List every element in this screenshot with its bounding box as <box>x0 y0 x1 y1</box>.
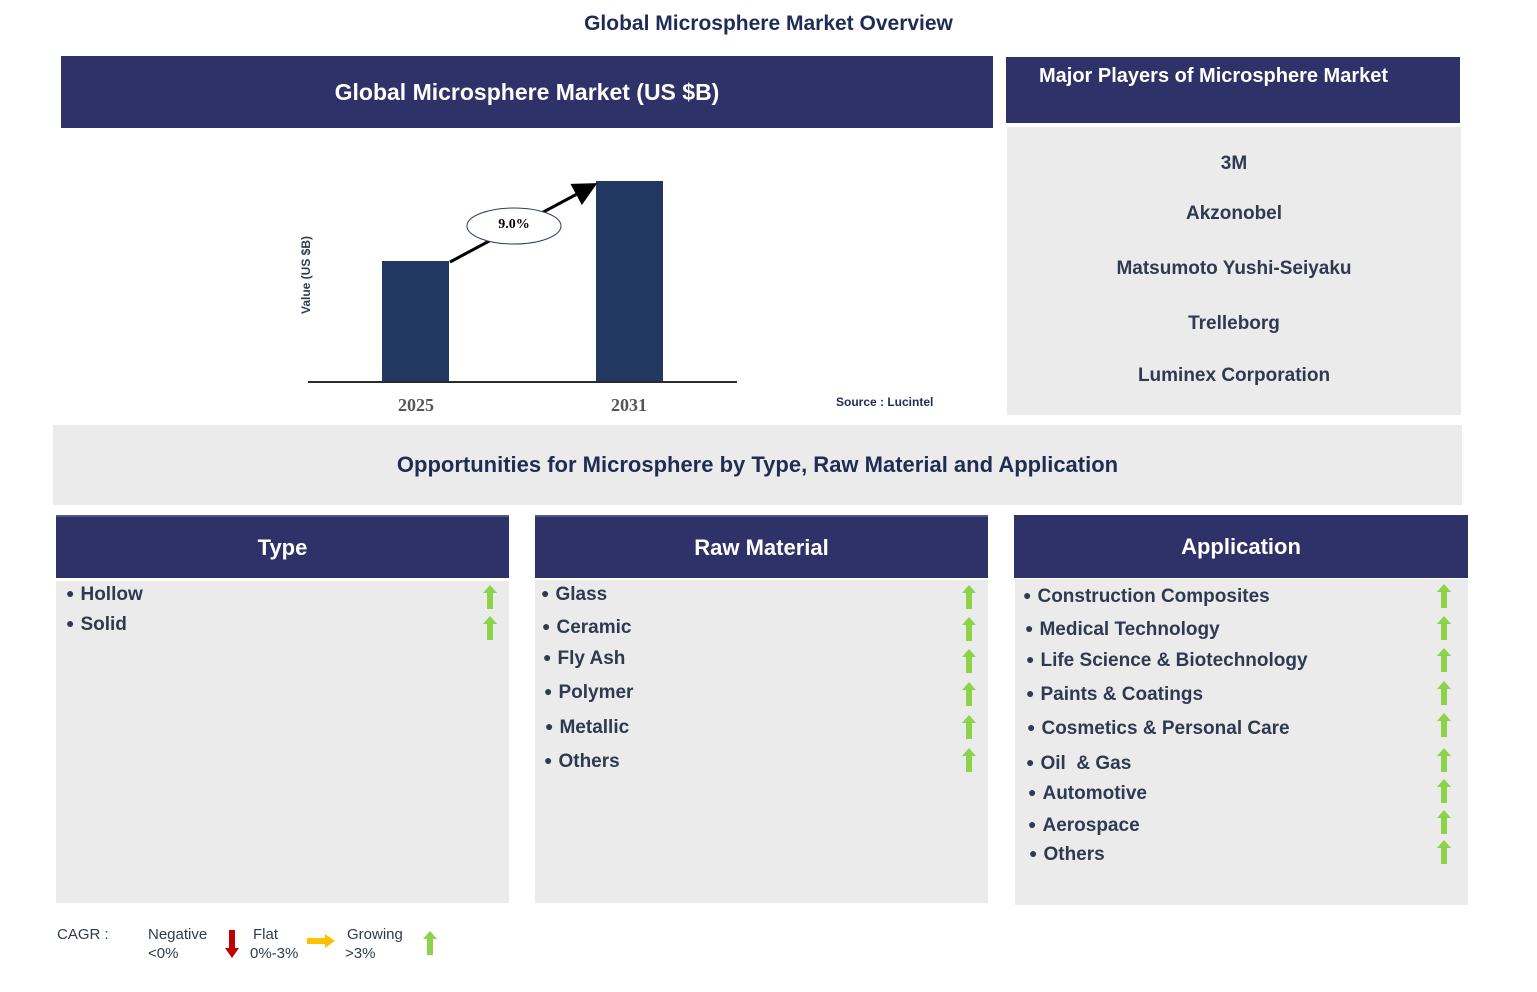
player-item: Akzonobel <box>1185 203 1283 224</box>
cagr-arrow-icon <box>449 183 598 264</box>
bar-2031 <box>596 181 663 382</box>
up-arrow-icon <box>962 715 976 739</box>
list-item: ●Aerospace <box>1028 815 1140 836</box>
item-label: Metallic <box>559 717 630 738</box>
item-label: Cosmetics & Personal Care <box>1041 718 1290 739</box>
player-item: Matsumoto Yushi-Seiyaku <box>1116 258 1352 279</box>
item-label: Life Science & Biotechnology <box>1040 650 1308 671</box>
player-item: Trelleborg <box>1188 313 1280 334</box>
item-label: Hollow <box>80 584 143 605</box>
list-item: ●Fly Ash <box>543 648 626 669</box>
item-label: Oil & Gas <box>1040 753 1132 774</box>
up-arrow-icon <box>1437 584 1451 608</box>
legend-growing-label: Growing <box>347 926 403 943</box>
list-item: ●Life Science & Biotechnology <box>1026 650 1308 671</box>
item-label: Others <box>558 751 620 772</box>
list-item: ●Glass <box>541 584 608 605</box>
segment-application-list: ●Construction Composites ●Medical Techno… <box>1015 579 1468 905</box>
segment-raw-material-list: ●Glass ●Ceramic ●Fly Ash ●Polymer ●Metal… <box>535 580 988 903</box>
x-tick-2025: 2025 <box>398 395 434 415</box>
bar-2025 <box>382 261 449 382</box>
legend-negative-range: <0% <box>148 945 179 962</box>
item-label: Paints & Coatings <box>1040 684 1204 705</box>
list-item: ●Others <box>544 751 620 772</box>
segment-type: Type <box>56 515 509 578</box>
opportunities-title: Opportunities for Microsphere by Type, R… <box>53 425 1462 505</box>
item-label: Aerospace <box>1042 815 1140 836</box>
legend-growing-range: >3% <box>345 945 376 962</box>
up-arrow-icon <box>1437 648 1451 672</box>
player-item: Luminex Corporation <box>1137 365 1331 386</box>
source-note: Source : Lucintel <box>836 395 934 409</box>
list-item: ●Cosmetics & Personal Care <box>1027 718 1290 739</box>
legend-label: CAGR : <box>57 926 109 943</box>
major-players-header: Major Players of Microsphere Market <box>1006 57 1460 123</box>
list-item: ●Others <box>1029 844 1105 865</box>
legend-negative-label: Negative <box>148 926 208 943</box>
segment-header-type: Type <box>56 515 509 578</box>
list-item: ●Medical Technology <box>1025 619 1220 640</box>
up-arrow-icon <box>1437 810 1451 834</box>
item-label: Automotive <box>1042 783 1147 804</box>
list-item: ●Metallic <box>545 717 630 738</box>
cagr-label: 9.0% <box>498 217 530 232</box>
legend-flat-label: Flat <box>253 926 279 943</box>
list-item: ●Solid <box>66 614 127 635</box>
list-item: ●Hollow <box>66 584 143 605</box>
up-arrow-icon <box>962 682 976 706</box>
up-arrow-icon <box>483 616 497 640</box>
legend-flat-range: 0%-3% <box>250 945 299 962</box>
item-label: Solid <box>80 614 127 635</box>
market-bar-chart: Value (US $B) 2025 2031 9.0% <box>280 160 760 420</box>
market-chart-banner: Global Microsphere Market (US $B) <box>61 56 993 128</box>
right-arrow-icon <box>307 934 335 948</box>
up-arrow-icon <box>1437 616 1451 640</box>
x-tick-2031: 2031 <box>611 395 647 415</box>
list-item: ●Construction Composites <box>1023 586 1270 607</box>
list-item: ●Polymer <box>544 682 634 703</box>
down-arrow-icon <box>225 930 239 958</box>
up-arrow-icon <box>962 649 976 673</box>
up-arrow-icon <box>962 585 976 609</box>
item-label: Polymer <box>558 682 634 703</box>
up-arrow-icon <box>1437 713 1451 737</box>
item-label: Fly Ash <box>557 648 626 669</box>
major-players-list: 3M Akzonobel Matsumoto Yushi-Seiyaku Tre… <box>1007 127 1461 415</box>
item-label: Medical Technology <box>1039 619 1220 640</box>
up-arrow-icon <box>1437 779 1451 803</box>
cagr-legend: CAGR : Negative <0% Flat 0%-3% Growing >… <box>57 925 457 970</box>
segment-header-application: Application <box>1014 515 1468 578</box>
up-arrow-icon <box>483 585 497 609</box>
list-item: ●Ceramic <box>542 617 632 638</box>
segment-application: Application <box>1014 515 1468 578</box>
list-item: ●Oil & Gas <box>1026 753 1132 774</box>
up-arrow-icon <box>962 748 976 772</box>
segment-header-raw-material: Raw Material <box>535 515 988 578</box>
segment-type-list: ●Hollow ●Solid <box>56 581 509 903</box>
up-arrow-icon <box>423 931 437 955</box>
up-arrow-icon <box>1437 840 1451 864</box>
up-arrow-icon <box>1437 748 1451 772</box>
up-arrow-icon <box>962 617 976 641</box>
up-arrow-icon <box>1437 681 1451 705</box>
list-item: ●Automotive <box>1028 783 1147 804</box>
x-axis-line <box>308 381 737 383</box>
player-item: 3M <box>1220 153 1248 174</box>
item-label: Construction Composites <box>1037 586 1270 607</box>
page-title: Global Microsphere Market Overview <box>584 12 953 35</box>
item-label: Others <box>1043 844 1105 865</box>
item-label: Glass <box>555 584 608 605</box>
segment-raw-material: Raw Material <box>535 515 988 578</box>
list-item: ●Paints & Coatings <box>1026 684 1204 705</box>
item-label: Ceramic <box>556 617 632 638</box>
